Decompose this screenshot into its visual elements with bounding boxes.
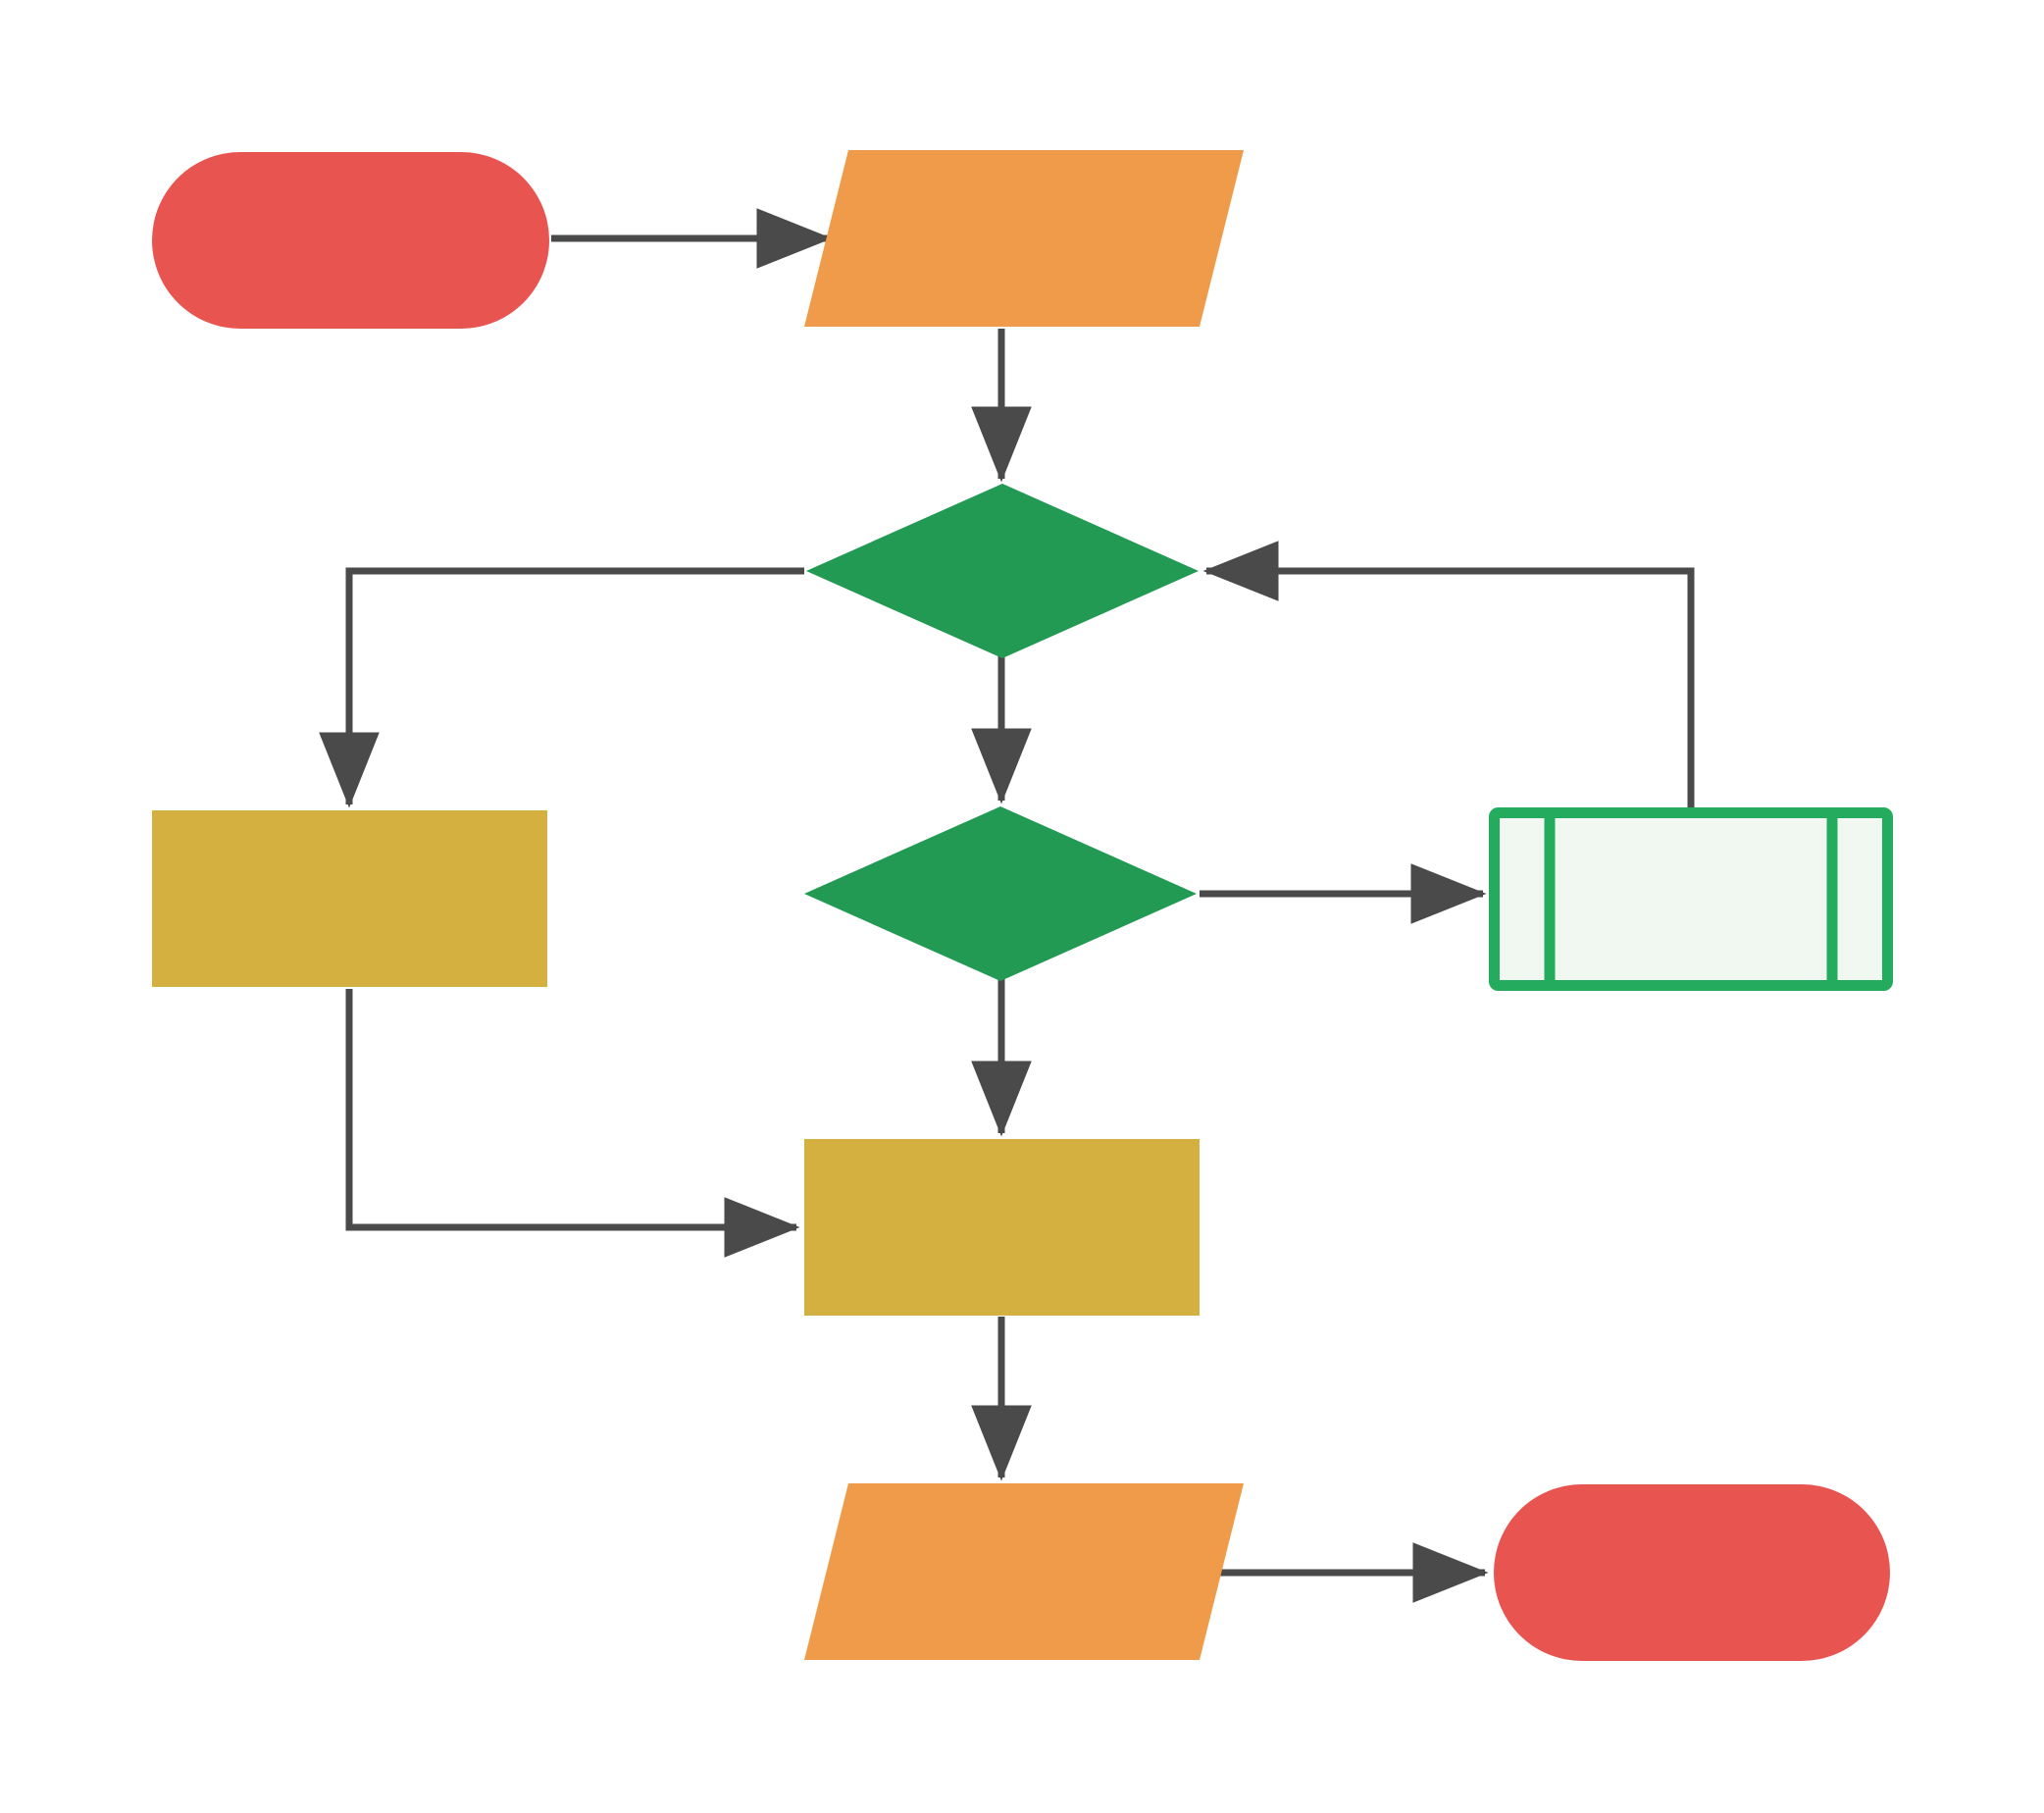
subroutine-box[interactable] [1489, 807, 1893, 991]
input-parallelogram[interactable] [804, 150, 1244, 327]
end-terminator[interactable] [1494, 1484, 1890, 1661]
decision-diamond-secondary-shape[interactable] [804, 806, 1197, 981]
input-parallelogram-shape[interactable] [804, 150, 1244, 327]
edge-subroutine-to-decision1 [1202, 541, 1695, 807]
edge-subroutine-to-decision1-line [1202, 541, 1695, 807]
decision-diamond-primary-shape[interactable] [806, 484, 1199, 658]
decision-diamond-primary[interactable] [806, 484, 1199, 658]
edges-layer [319, 208, 1695, 1603]
edge-decision1-to-process-left-line [319, 567, 804, 808]
subroutine-box-shape[interactable] [1489, 807, 1893, 991]
decision-diamond-secondary[interactable] [804, 806, 1197, 981]
edge-process-left-to-center [345, 989, 800, 1258]
output-parallelogram[interactable] [804, 1483, 1244, 1660]
process-box-left[interactable] [152, 810, 547, 987]
process-box-center-shape[interactable] [804, 1139, 1200, 1316]
output-parallelogram-shape[interactable] [804, 1483, 1244, 1660]
nodes-layer [152, 150, 1893, 1661]
start-terminator[interactable] [152, 152, 549, 329]
process-box-left-shape[interactable] [152, 810, 547, 987]
start-terminator-shape[interactable] [152, 152, 549, 329]
process-box-center[interactable] [804, 1139, 1200, 1316]
edge-process-left-to-center-line [345, 989, 800, 1258]
end-terminator-shape[interactable] [1494, 1484, 1890, 1661]
edge-decision1-to-process-left [319, 567, 804, 808]
